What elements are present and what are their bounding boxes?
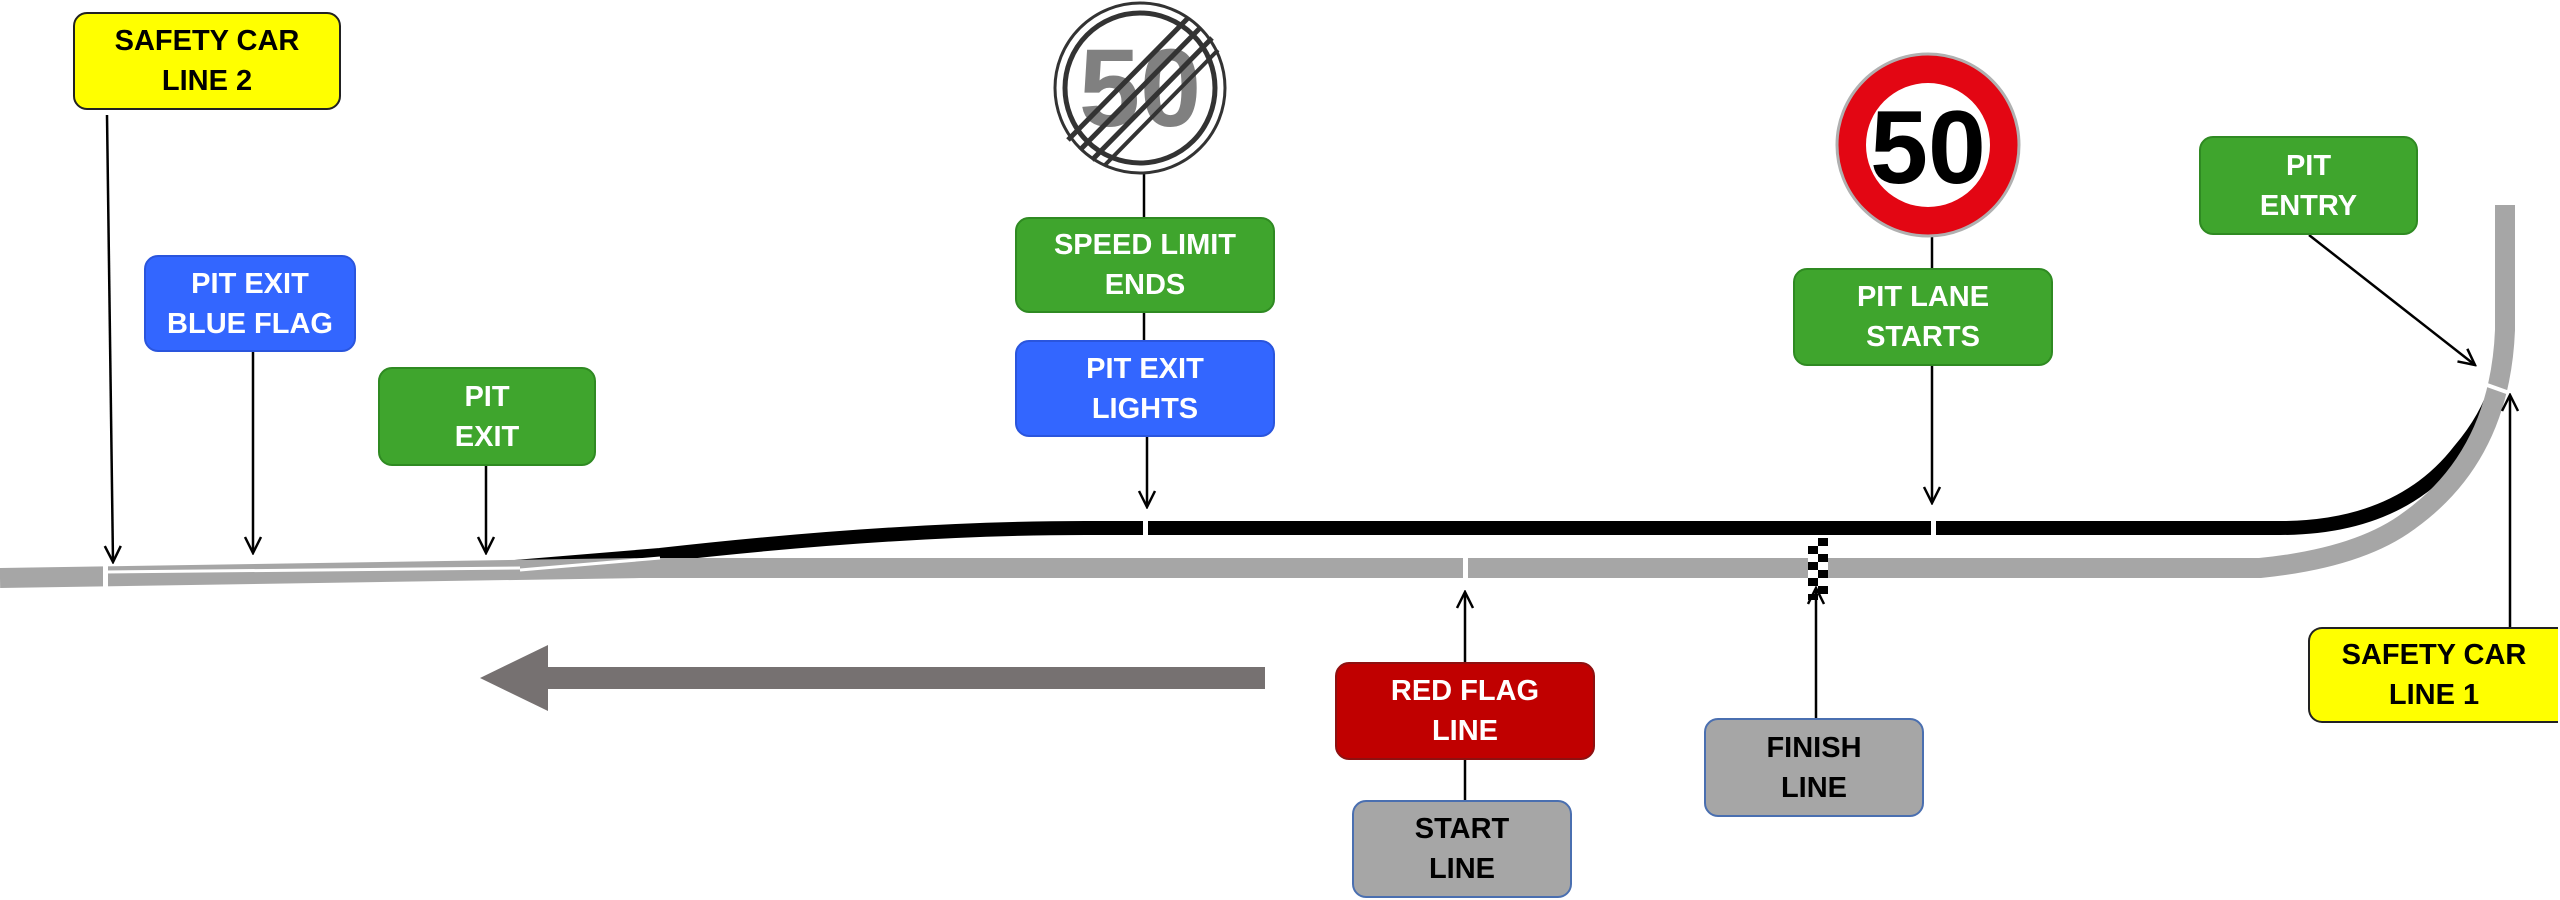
speed-limit-sign-icon: 50 <box>1835 52 2021 238</box>
pit-exit-lights-mark <box>1143 518 1148 540</box>
red-flag-line-text-2: LINE <box>1431 715 1499 747</box>
speed-limit-value: 50 <box>1870 90 1986 206</box>
finish-line-box: FINISH LINE <box>1704 718 1924 817</box>
safety-car-line-1-text-1: SAFETY CAR <box>2341 639 2527 671</box>
pit-lane-starts-box: PIT LANE STARTS <box>1793 268 2053 366</box>
pit-lane-starts-text-2: STARTS <box>1866 321 1980 353</box>
pit-exit-text-1: PIT <box>464 380 510 413</box>
pit-entry-box: PIT ENTRY <box>2199 136 2418 235</box>
safety-car-line-2-text-1: SAFETY CAR <box>114 25 300 57</box>
speed-limit-ends-text-2: ENDS <box>1104 269 1186 301</box>
pit-lane-starts-text-1: PIT LANE <box>1856 281 1990 313</box>
pit-lane <box>514 373 2507 574</box>
leader-safety-car-line-2 <box>107 114 113 562</box>
pit-exit-text-2: EXIT <box>454 420 520 453</box>
safety-car-line-1-box: SAFETY CAR LINE 1 <box>2308 627 2558 723</box>
pit-exit-merge-line <box>519 556 661 572</box>
finish-line-text-2: LINE <box>1780 771 1848 804</box>
pit-entry-text-2: ENTRY <box>2259 189 2358 222</box>
red-flag-line-box: RED FLAG LINE <box>1335 662 1595 760</box>
finish-line-text-1: FINISH <box>1766 731 1862 764</box>
leader-pit-entry <box>2308 234 2475 365</box>
end-of-speed-limit-sign-icon: 50 <box>1053 1 1227 175</box>
pit-exit-lights-text-1: PIT EXIT <box>1086 352 1204 385</box>
red-flag-line-mark <box>1463 555 1468 583</box>
pit-exit-lights-text-2: LIGHTS <box>1091 392 1199 425</box>
start-line-box: START LINE <box>1352 800 1572 898</box>
safety-car-line-2-text-2: LINE 2 <box>161 65 253 97</box>
safety-car-line-1-text-2: LINE 1 <box>2388 679 2480 711</box>
leader-lines <box>107 114 2510 800</box>
speed-limit-ends-box: SPEED LIMIT ENDS <box>1015 217 1275 313</box>
start-line-text-1: START <box>1414 813 1510 845</box>
pit-exit-lights-box: PIT EXIT LIGHTS <box>1015 340 1275 437</box>
finish-checker-icon <box>1808 538 1828 600</box>
speed-limit-ends-text-1: SPEED LIMIT <box>1053 229 1237 261</box>
pit-entry-text-1: PIT <box>2285 149 2332 182</box>
red-flag-line-text-1: RED FLAG <box>1390 675 1540 707</box>
pit-exit-blue-flag-box: PIT EXIT BLUE FLAG <box>144 255 356 352</box>
pit-exit-box: PIT EXIT <box>378 367 596 466</box>
track-lane-divider <box>104 566 521 574</box>
direction-arrow-left-icon <box>480 645 1265 711</box>
pit-lane-starts-mark <box>1931 518 1936 540</box>
safety-car-line-2-mark <box>103 562 108 592</box>
pit-exit-blue-flag-text-2: BLUE FLAG <box>167 307 333 340</box>
safety-car-line-2-box: SAFETY CAR LINE 2 <box>73 12 341 110</box>
pit-exit-blue-flag-text-1: PIT EXIT <box>191 267 309 300</box>
start-line-text-2: LINE <box>1428 853 1496 885</box>
